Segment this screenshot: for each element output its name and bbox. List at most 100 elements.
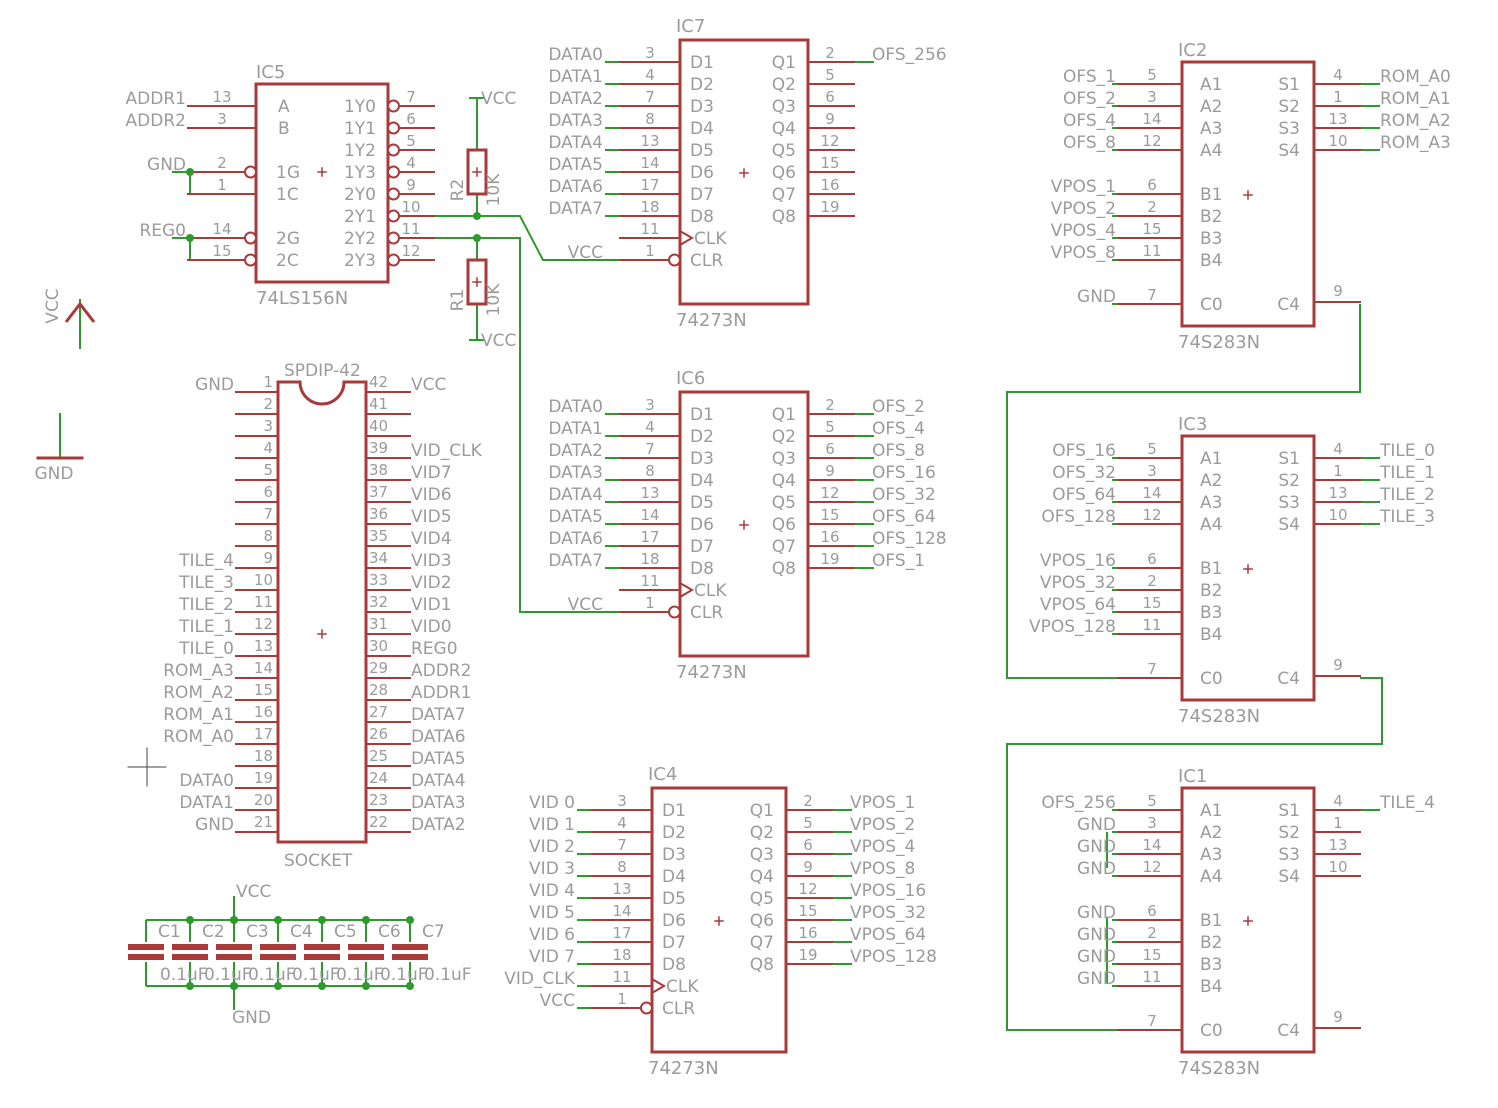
pin-number: 2 bbox=[803, 792, 813, 810]
pin-label: Q1 bbox=[772, 405, 796, 425]
pin-number: 10 bbox=[401, 198, 420, 216]
net-label: VID6 bbox=[411, 485, 452, 505]
pin-label: D8 bbox=[690, 207, 714, 227]
resistor-body bbox=[466, 148, 488, 196]
pin-number: 12 bbox=[820, 484, 839, 502]
cap-name: C4 bbox=[290, 922, 313, 942]
cap-name: C2 bbox=[202, 922, 225, 942]
pin-number: 5 bbox=[406, 132, 416, 150]
pin-number: 22 bbox=[369, 813, 388, 831]
pin-number: 3 bbox=[217, 110, 227, 128]
inverter-bubble bbox=[244, 165, 257, 179]
pin-number: 12 bbox=[1142, 132, 1161, 150]
ic6-value: 74273N bbox=[676, 662, 747, 683]
pin-label: A2 bbox=[1200, 823, 1222, 843]
cap-plate bbox=[128, 954, 164, 960]
net-label: DATA0 bbox=[179, 771, 234, 791]
pin-label: Q6 bbox=[750, 911, 774, 931]
net-label: VCC bbox=[411, 375, 446, 395]
pin-label: A1 bbox=[1200, 75, 1222, 95]
pin-label: D3 bbox=[662, 845, 686, 865]
net-label: ROM_A3 bbox=[163, 661, 234, 681]
pin-label: 2G bbox=[276, 229, 300, 249]
cap-plate bbox=[216, 954, 252, 960]
resistor-value: 10K bbox=[484, 173, 504, 207]
inverter-bubble bbox=[387, 209, 400, 223]
pin-number: 2 bbox=[1147, 924, 1157, 942]
pin-number: 11 bbox=[1142, 968, 1161, 986]
pin-number: 19 bbox=[820, 550, 839, 568]
pin-number: 12 bbox=[401, 242, 420, 260]
net-label: VCC bbox=[481, 89, 516, 109]
pin-number: 19 bbox=[798, 946, 817, 964]
pin-label: A1 bbox=[1200, 449, 1222, 469]
pin-label: CLK bbox=[694, 229, 727, 249]
net-label: VPOS_16 bbox=[1040, 551, 1116, 571]
pin-number: 17 bbox=[254, 725, 273, 743]
pin-number: 3 bbox=[645, 44, 655, 62]
pin-number: 9 bbox=[803, 858, 813, 876]
pin-number: 6 bbox=[825, 440, 835, 458]
pin-number: 42 bbox=[369, 373, 388, 391]
pin-label: Q1 bbox=[750, 801, 774, 821]
net-label: VPOS_8 bbox=[850, 859, 915, 879]
pin-number: 5 bbox=[1147, 66, 1157, 84]
pin-number: 5 bbox=[1147, 440, 1157, 458]
net-label: DATA0 bbox=[548, 45, 603, 65]
pin-number: 15 bbox=[212, 242, 231, 260]
pin-label: Q6 bbox=[772, 163, 796, 183]
net-label: GND bbox=[1077, 287, 1116, 307]
pin-number: 8 bbox=[645, 462, 655, 480]
pin-label: A2 bbox=[1200, 97, 1222, 117]
ic6-name: IC6 bbox=[676, 368, 705, 389]
junction-dot bbox=[318, 916, 326, 924]
net-label: OFS_2 bbox=[872, 397, 925, 417]
pin-number: 6 bbox=[1147, 550, 1157, 568]
ic7-value: 74273N bbox=[676, 310, 747, 331]
pin-label: B1 bbox=[1200, 911, 1222, 931]
pin-number: 1 bbox=[617, 990, 627, 1008]
junction-dot bbox=[186, 982, 194, 990]
pin-number: 4 bbox=[1333, 66, 1343, 84]
net-label: DATA7 bbox=[411, 705, 466, 725]
pin-number: 24 bbox=[369, 769, 388, 787]
net-label: VPOS_64 bbox=[1040, 595, 1116, 615]
pin-label: B1 bbox=[1200, 559, 1222, 579]
pin-label: Q3 bbox=[750, 845, 774, 865]
vcc-label: VCC bbox=[43, 288, 63, 323]
inverter-bubble bbox=[244, 253, 257, 267]
pin-number: 7 bbox=[1147, 660, 1157, 678]
pin-label: 2Y2 bbox=[344, 229, 376, 249]
net-label: DATA5 bbox=[411, 749, 466, 769]
pin-number: 3 bbox=[263, 417, 273, 435]
pin-number: 14 bbox=[612, 902, 631, 920]
pin-number: 40 bbox=[369, 417, 388, 435]
pin-number: 7 bbox=[617, 836, 627, 854]
pin-number: 4 bbox=[645, 66, 655, 84]
pin-number: 19 bbox=[820, 198, 839, 216]
pin-number: 17 bbox=[640, 528, 659, 546]
pin-label: C0 bbox=[1200, 1021, 1223, 1041]
pin-label: B3 bbox=[1200, 229, 1222, 249]
net-label: REG0 bbox=[139, 221, 186, 241]
pin-number: 9 bbox=[1333, 656, 1343, 674]
net-label: TILE_4 bbox=[178, 551, 234, 571]
net-label: TILE_0 bbox=[1379, 441, 1435, 461]
pin-label: B1 bbox=[1200, 185, 1222, 205]
net-label: VPOS_32 bbox=[850, 903, 926, 923]
clock-triangle bbox=[651, 978, 666, 994]
pin-number: 9 bbox=[1333, 282, 1343, 300]
net-label: DATA4 bbox=[548, 485, 603, 505]
socket-name: SPDIP-42 bbox=[284, 361, 361, 381]
pin-label: S2 bbox=[1278, 823, 1300, 843]
pin-label: Q8 bbox=[772, 207, 796, 227]
pin-label: B2 bbox=[1200, 933, 1222, 953]
cap-value: 0.1uF bbox=[292, 965, 340, 985]
net-label: ADDR2 bbox=[411, 661, 471, 681]
pin-number: 41 bbox=[369, 395, 388, 413]
pin-number: 4 bbox=[645, 418, 655, 436]
cap-plate bbox=[260, 954, 296, 960]
net-label: OFS_64 bbox=[872, 507, 936, 527]
pin-label: D8 bbox=[662, 955, 686, 975]
pin-number: 13 bbox=[1328, 836, 1347, 854]
